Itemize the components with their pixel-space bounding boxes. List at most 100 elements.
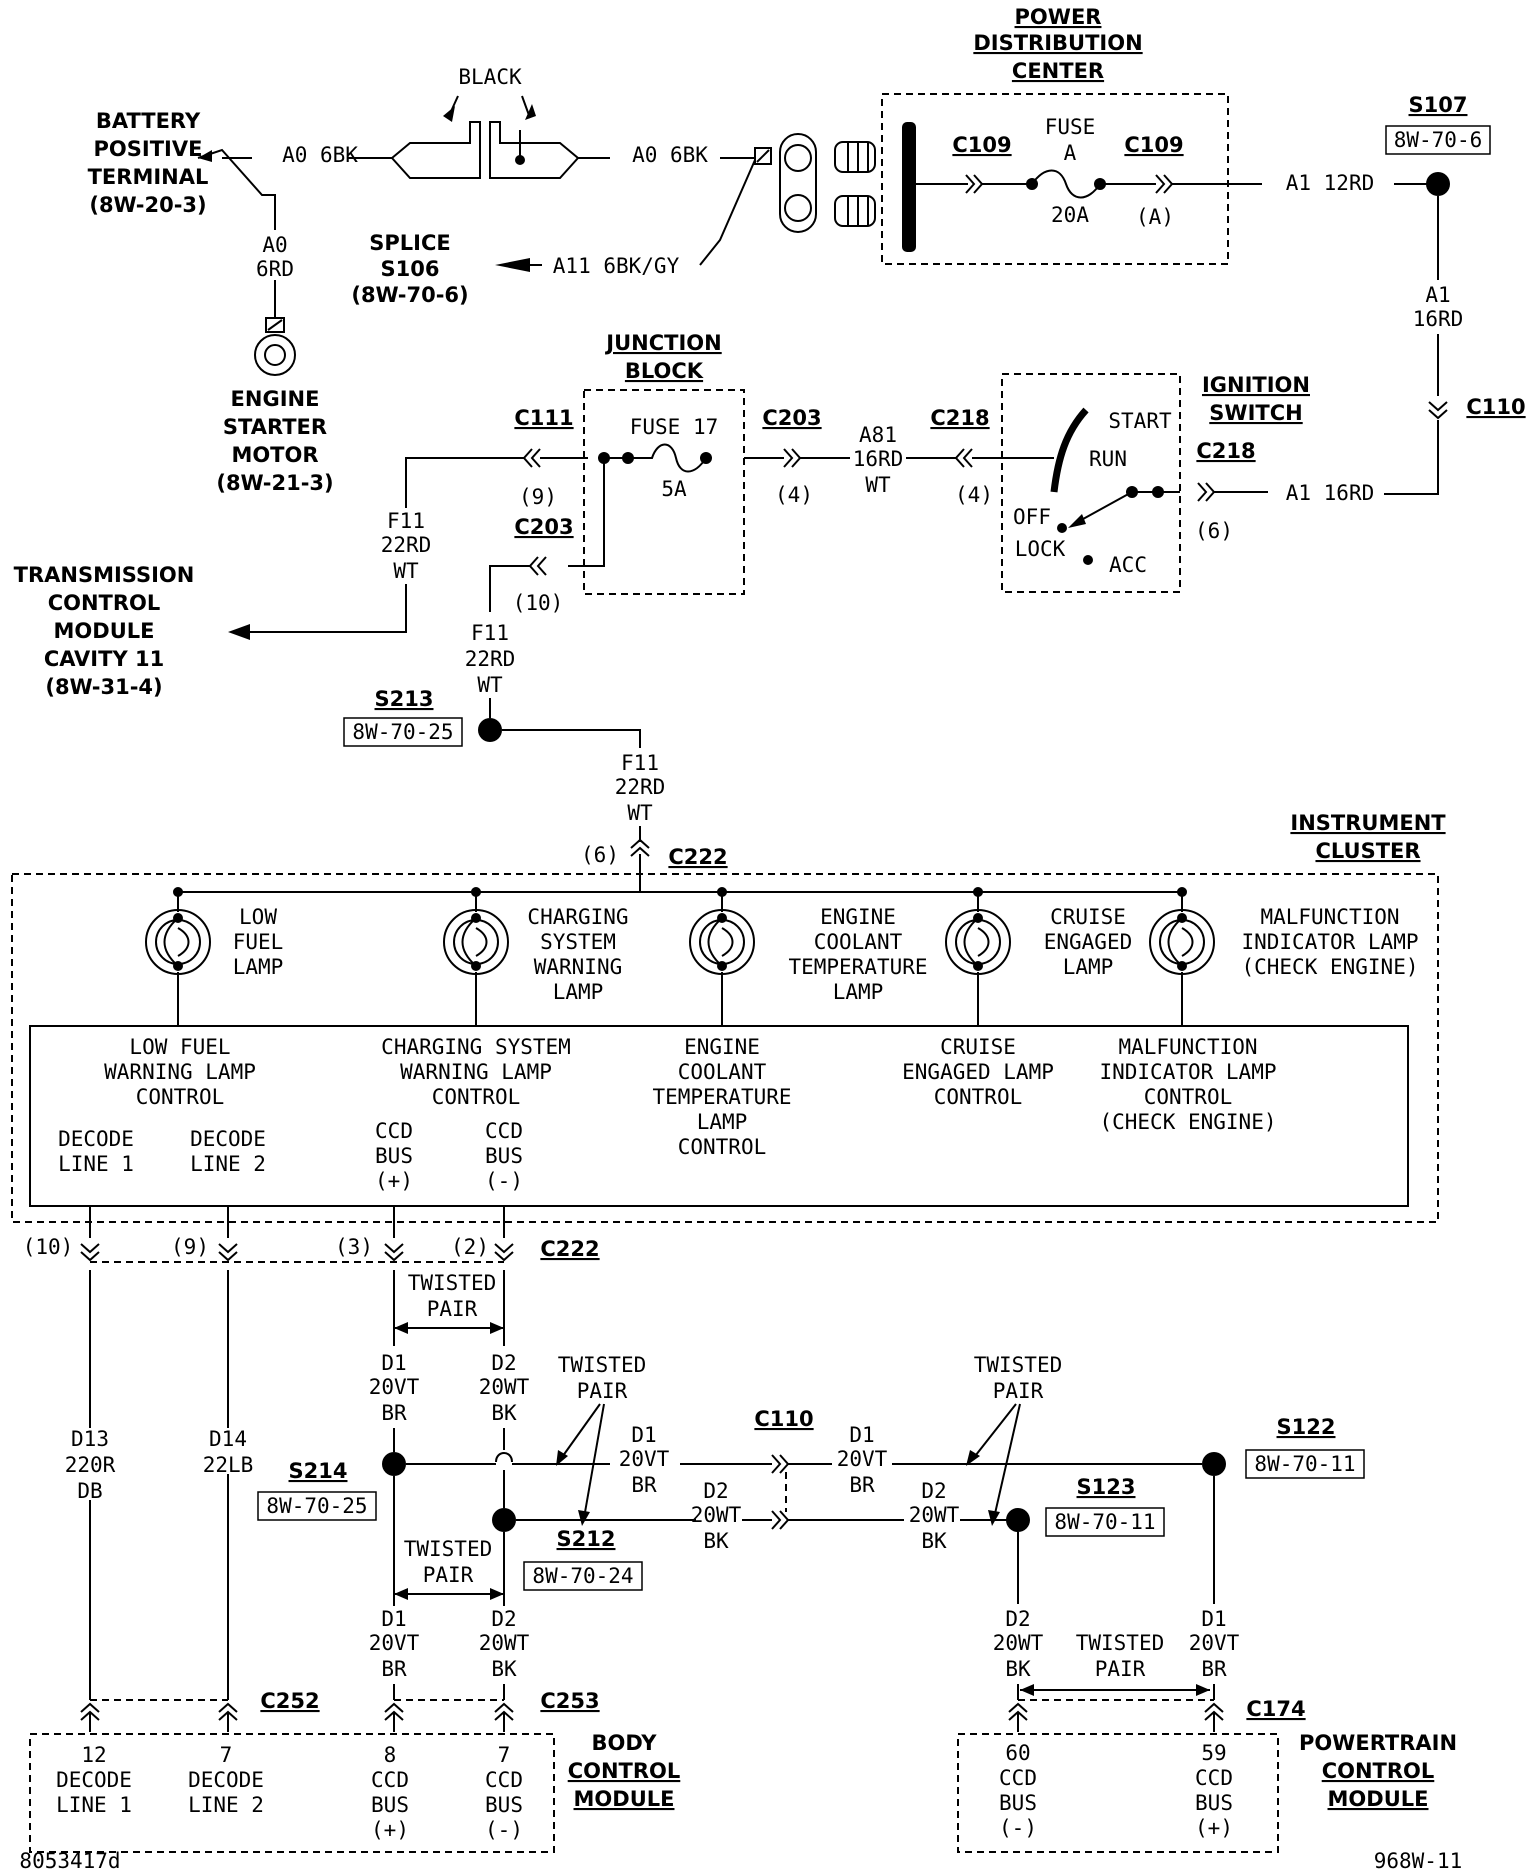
pin-label: (+)	[375, 1169, 413, 1193]
svg-text:D1: D1	[381, 1351, 406, 1375]
svg-text:CLUSTER: CLUSTER	[1315, 839, 1420, 863]
svg-text:5A: 5A	[661, 477, 687, 501]
svg-text:F11: F11	[471, 621, 509, 645]
svg-text:D2: D2	[1005, 1607, 1030, 1631]
svg-text:(6): (6)	[581, 843, 619, 867]
pcm-pin-label: (-)	[999, 1816, 1037, 1840]
twisted-pair-5: TWISTED PAIR	[1020, 1631, 1210, 1696]
svg-text:(8W-20-3): (8W-20-3)	[89, 193, 206, 217]
svg-text:TWISTED: TWISTED	[558, 1353, 647, 1377]
pin-label: DECODE	[58, 1127, 134, 1151]
splice-s212: S212 8W-70-24	[523, 1527, 643, 1591]
starter-motor-symbol	[254, 317, 296, 376]
svg-text:20WT: 20WT	[479, 1375, 530, 1399]
svg-text:BK: BK	[491, 1657, 517, 1681]
svg-text:S123: S123	[1077, 1475, 1136, 1499]
lamp-label: SYSTEM	[540, 930, 616, 954]
svg-text:C203: C203	[762, 406, 821, 430]
lamp-label: LAMP	[553, 980, 604, 1004]
ignition-switch: IGNITION SWITCH START RUN OFF LOCK ACC	[1001, 373, 1310, 593]
control-label: COOLANT	[678, 1060, 767, 1084]
cluster-control-box	[29, 1025, 1409, 1207]
control-label: WARNING LAMP	[104, 1060, 256, 1084]
svg-text:D1: D1	[849, 1423, 874, 1447]
svg-text:8W-70-11: 8W-70-11	[1054, 1510, 1155, 1534]
splice-s214: S214 8W-70-25	[257, 1459, 377, 1521]
control-label: CONTROL	[432, 1085, 521, 1109]
svg-text:6RD: 6RD	[256, 257, 294, 281]
svg-text:TERMINAL: TERMINAL	[88, 165, 209, 189]
svg-text:A0: A0	[262, 233, 287, 257]
wire-a11: A11 6BK/GY	[553, 254, 680, 278]
lamp-label: ENGAGED	[1044, 930, 1133, 954]
svg-text:(10): (10)	[513, 591, 564, 615]
svg-text:POWERTRAIN: POWERTRAIN	[1299, 1731, 1457, 1755]
svg-text:CAVITY 11: CAVITY 11	[44, 647, 164, 671]
svg-text:ACC: ACC	[1109, 553, 1147, 577]
svg-text:STARTER: STARTER	[223, 415, 327, 439]
svg-text:F11: F11	[387, 509, 425, 533]
svg-text:20A: 20A	[1051, 203, 1089, 227]
svg-text:JUNCTION: JUNCTION	[604, 331, 721, 355]
svg-text:D1: D1	[1201, 1607, 1226, 1631]
s122-splice-dot	[1202, 1452, 1226, 1476]
bcm-pin-label: CCD	[485, 1768, 523, 1792]
pin-label: (-)	[485, 1169, 523, 1193]
lamp-label: (CHECK ENGINE)	[1241, 955, 1418, 979]
svg-text:(4): (4)	[775, 483, 813, 507]
pin-label: DECODE	[190, 1127, 266, 1151]
svg-text:C253: C253	[540, 1689, 599, 1713]
bcm-pin-label: LINE 2	[188, 1793, 264, 1817]
svg-text:C222: C222	[540, 1237, 599, 1261]
pcm-pin-label: CCD	[1195, 1766, 1233, 1790]
powertrain-control-module: C174 POWERTRAIN CONTROL MODULE	[957, 1697, 1457, 1853]
svg-text:WT: WT	[627, 801, 653, 825]
transmission-control-module: TRANSMISSION CONTROL MODULE CAVITY 11 (8…	[14, 563, 195, 699]
bcm-pin-label: 7	[498, 1743, 511, 1767]
svg-text:20VT: 20VT	[369, 1631, 420, 1655]
svg-text:BR: BR	[631, 1473, 657, 1497]
pcm-pin-label: BUS	[1195, 1791, 1233, 1815]
battery-positive-terminal: BATTERY POSITIVE TERMINAL (8W-20-3)	[88, 109, 209, 217]
control-label: CONTROL	[934, 1085, 1023, 1109]
svg-text:16RD: 16RD	[853, 447, 904, 471]
svg-text:WT: WT	[477, 673, 503, 697]
s123-splice-dot	[1006, 1508, 1030, 1532]
svg-text:8W-70-25: 8W-70-25	[266, 1494, 367, 1518]
svg-text:START: START	[1108, 409, 1172, 433]
pin-label: BUS	[485, 1144, 523, 1168]
control-label: LAMP	[697, 1110, 748, 1134]
pcm-pin-label: CCD	[999, 1766, 1037, 1790]
svg-text:BK: BK	[703, 1529, 729, 1553]
svg-text:22LB: 22LB	[203, 1453, 254, 1477]
lamp-label: MALFUNCTION	[1260, 905, 1399, 929]
svg-text:A: A	[1064, 141, 1077, 165]
svg-text:C203: C203	[514, 515, 573, 539]
svg-text:D2: D2	[921, 1479, 946, 1503]
splice-s107: S107 8W-70-6	[1385, 93, 1491, 155]
svg-text:WT: WT	[865, 473, 891, 497]
control-label: CONTROL	[1144, 1085, 1233, 1109]
svg-text:BR: BR	[381, 1401, 407, 1425]
control-label: ENGINE	[684, 1035, 760, 1059]
splice-s213: S213 8W-70-25	[343, 687, 463, 747]
bcm-pin-label: 8	[384, 1743, 397, 1767]
black-connector-label: BLACK	[458, 65, 522, 89]
svg-text:C109: C109	[1124, 133, 1183, 157]
svg-text:PAIR: PAIR	[993, 1379, 1044, 1403]
black-connector	[390, 95, 580, 179]
svg-text:(6): (6)	[1195, 519, 1233, 543]
svg-text:(2): (2)	[451, 1235, 489, 1259]
svg-text:(9): (9)	[171, 1235, 209, 1259]
lamp-label: TEMPERATURE	[788, 955, 927, 979]
svg-text:CENTER: CENTER	[1012, 59, 1104, 83]
svg-text:A0 6BK: A0 6BK	[632, 143, 708, 167]
svg-text:(10): (10)	[23, 1235, 74, 1259]
bcm-pin-label: (-)	[485, 1818, 523, 1842]
svg-text:SWITCH: SWITCH	[1209, 401, 1302, 425]
svg-text:BK: BK	[491, 1401, 517, 1425]
